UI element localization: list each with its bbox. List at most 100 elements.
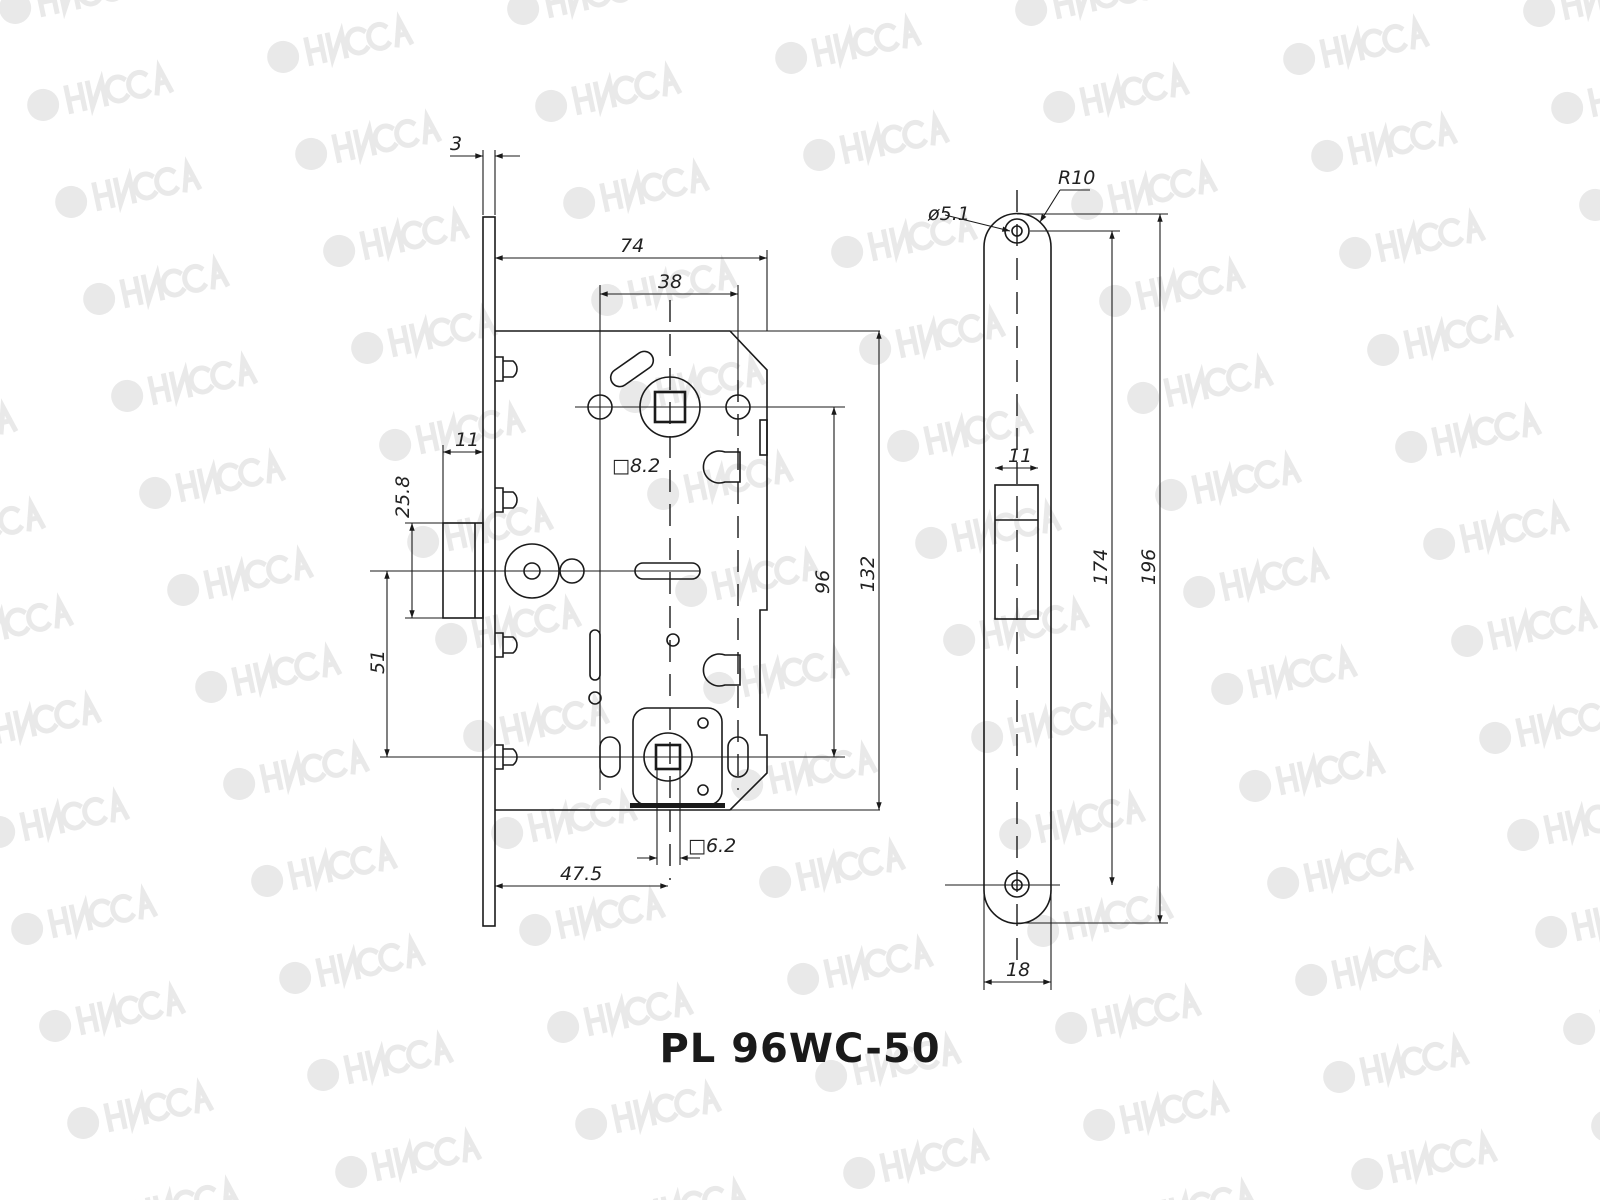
dim-96: 96: [812, 570, 834, 594]
dim-74: 74: [620, 235, 644, 257]
watermark-logo: [1423, 498, 1571, 560]
watermark-logo: [251, 835, 399, 897]
dim-196: 196: [1138, 549, 1160, 585]
watermark-logo: [1339, 207, 1487, 269]
watermark-logo: [591, 254, 739, 316]
dim-8-2: □8.2: [612, 455, 660, 477]
watermark-logo: [815, 1030, 963, 1092]
watermark-logo: [379, 399, 527, 461]
dim-174: 174: [1090, 549, 1112, 585]
strike-plate-view: [945, 190, 1060, 960]
lock-body-view: [370, 216, 880, 927]
dim-11-latch: 11: [455, 429, 479, 451]
watermark-logo: [843, 1127, 991, 1189]
watermark-logo: [1239, 740, 1387, 802]
watermark-logo: [519, 884, 667, 946]
watermark-logo: [463, 690, 611, 752]
watermark-logo: [0, 592, 75, 650]
watermark-logo: [1395, 401, 1543, 463]
watermark-logo: [55, 156, 203, 218]
watermark-logo: [731, 739, 879, 801]
watermark-logo: [1183, 546, 1331, 608]
watermark-logo: [787, 933, 935, 995]
watermark-logo: [83, 253, 231, 315]
watermark-logo: [1155, 449, 1303, 511]
watermark-logo: [295, 108, 443, 170]
watermark-logo: [1323, 1031, 1471, 1093]
watermark-logo: [1055, 982, 1203, 1044]
watermark-logo: [1367, 304, 1515, 366]
centre-lines: [370, 285, 845, 880]
watermark-logo: [0, 495, 47, 540]
watermark-logo: [1591, 1109, 1600, 1142]
dim-3: 3: [450, 133, 462, 155]
dim-11-strike: 11: [1008, 445, 1032, 467]
watermark-logo: [11, 883, 159, 945]
watermark-logo: [915, 497, 1063, 559]
watermark-logo: [1523, 0, 1600, 27]
watermark-logo: [1267, 837, 1415, 899]
dim-38: 38: [658, 271, 682, 293]
watermark-logo: [1563, 1005, 1600, 1045]
watermark-logo: [1295, 934, 1443, 996]
watermark-logo: [1351, 1128, 1499, 1190]
watermark-logo: [803, 109, 951, 171]
watermark-logo: [1283, 13, 1431, 75]
extension-lines: [495, 330, 880, 811]
watermark-logo: [39, 980, 187, 1042]
model-title: PL 96WC-50: [659, 1026, 941, 1072]
watermark-logo: [0, 398, 19, 435]
watermark-logo: [279, 932, 427, 994]
watermark-logo: [0, 786, 131, 848]
watermark-logo: [1043, 61, 1191, 123]
watermark-logo: [407, 496, 555, 558]
watermark-logo: [1083, 1079, 1231, 1141]
slot-vertical: [589, 629, 601, 681]
watermark-logo: [223, 738, 371, 800]
dim-132: 132: [857, 556, 879, 592]
watermark-logo: [775, 12, 923, 74]
lower-spindle: [599, 707, 749, 808]
watermark-logo: [859, 303, 1007, 365]
dim-25-8: 25.8: [392, 476, 414, 518]
watermark-logo: [831, 206, 979, 268]
dim-6-2: □6.2: [688, 835, 736, 857]
watermark-logo: [323, 205, 471, 267]
dim-r10: R10: [1058, 167, 1095, 189]
lock-case: [495, 330, 768, 811]
small-hole: [588, 691, 602, 705]
watermark-logo: [999, 788, 1147, 850]
watermark-logo: [1211, 643, 1359, 705]
watermark-logo: [1551, 84, 1600, 124]
watermark-logo: [507, 0, 633, 25]
strike-opening: [994, 484, 1039, 620]
watermark-logo: [267, 11, 415, 73]
watermark-logo: [1015, 0, 1163, 26]
watermark-logo: [1099, 255, 1247, 317]
watermark-logo: [1479, 702, 1600, 754]
watermark-logo: [111, 350, 259, 412]
watermark-logo: [535, 60, 683, 122]
watermark-logo: [1311, 110, 1459, 172]
watermark-logo: [647, 448, 795, 510]
watermark-logo: [139, 447, 287, 509]
watermark-logo: [575, 1078, 723, 1140]
dim-18: 18: [1006, 959, 1030, 981]
watermark-logo: [547, 981, 695, 1043]
watermark-logo: [0, 689, 103, 747]
watermark-logo: [435, 593, 583, 655]
strike-dimensions: ø5.1 R10 11 174 196 18: [927, 167, 1168, 990]
watermark-logo: [335, 1126, 483, 1188]
watermark-logo: [195, 641, 343, 703]
lock-dimensions: 3 74 38 □8.2 11 25.8 51 96 132 □6.2 47.5: [367, 133, 882, 889]
watermark-logo: [1071, 158, 1219, 220]
watermark-logo: [1451, 595, 1599, 657]
watermark-logo: [0, 0, 125, 24]
watermark-logo: [943, 594, 1091, 656]
watermark-logo: [167, 544, 315, 606]
small-hole: [666, 633, 680, 647]
watermark-logo: [1579, 188, 1600, 221]
